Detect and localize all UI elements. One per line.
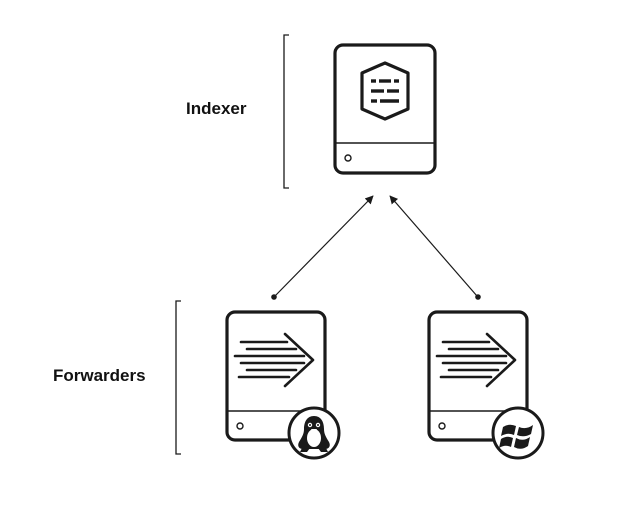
index-hexagon-icon <box>360 61 410 121</box>
forwarder-arrow-icon <box>233 332 315 388</box>
connection-left-forwarder-indexer <box>271 195 374 300</box>
forwarder-arrow-icon <box>435 332 517 388</box>
connection-right-forwarder-indexer <box>389 195 481 300</box>
forwarders-label: Forwarders <box>53 366 146 385</box>
forwarder-server-right <box>427 310 529 442</box>
windows-logo-icon <box>491 406 545 460</box>
indexer-bracket <box>283 34 289 189</box>
linux-tux-icon <box>287 406 341 460</box>
forwarder-server-left <box>225 310 327 442</box>
forwarders-bracket <box>175 300 181 455</box>
indexer-label: Indexer <box>186 99 247 118</box>
indexer-server-icon <box>333 43 437 175</box>
